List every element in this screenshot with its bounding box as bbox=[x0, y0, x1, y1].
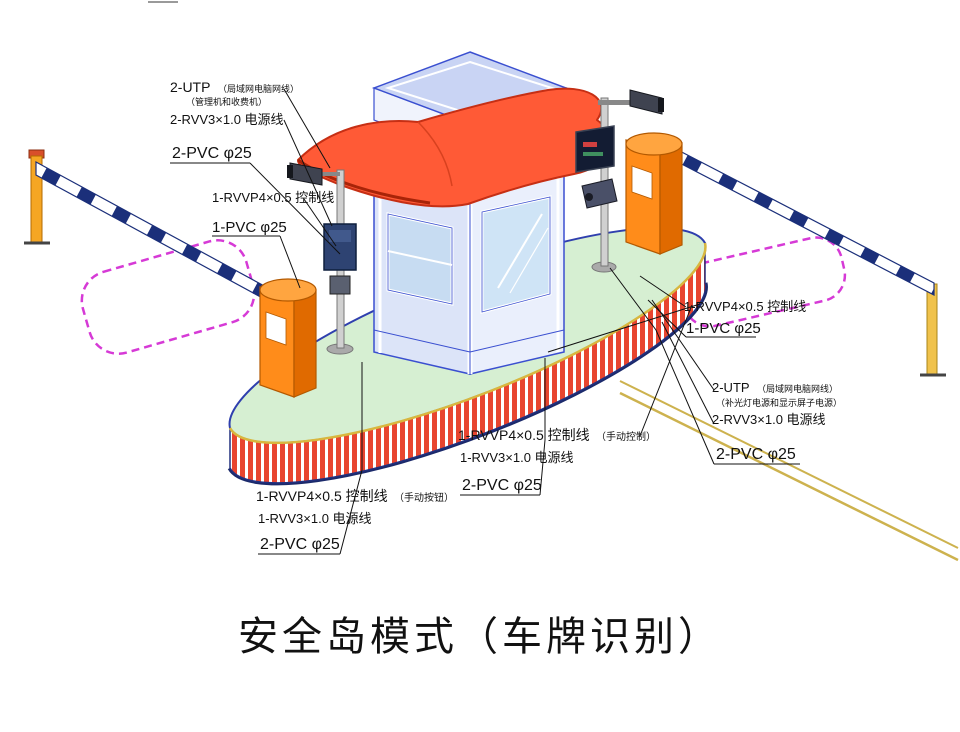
label-tl-code-note: （局域网电脑网线） bbox=[218, 83, 299, 94]
label-cb-power: 1-RVV3×1.0 电源线 bbox=[460, 450, 574, 465]
led-display bbox=[575, 125, 615, 173]
end-post-right bbox=[926, 283, 938, 375]
glass-shine-1 bbox=[497, 213, 543, 289]
diagram-title: 安全岛模式（车牌识别） bbox=[238, 615, 722, 659]
leader-bl-1 bbox=[339, 362, 363, 555]
barrier-right-cap bbox=[625, 132, 683, 156]
leader-lines bbox=[170, 88, 800, 555]
cable-run-line bbox=[547, 303, 701, 353]
booth-band-right bbox=[469, 329, 565, 353]
barrier-arm-left bbox=[24, 149, 269, 303]
booth-window-right bbox=[480, 195, 552, 314]
label-rm-control: 1-RVVP4×0.5 控制线 bbox=[684, 299, 806, 314]
led-text-mark-1 bbox=[583, 142, 597, 147]
camera-right-lens bbox=[658, 98, 664, 112]
booth-window-right-frame bbox=[481, 196, 551, 313]
label-tl-conduit: 2-PVC φ25 bbox=[172, 145, 252, 162]
camera-pole-right bbox=[575, 89, 664, 273]
label-lm-control: 1-RVVP4×0.5 控制线 bbox=[212, 190, 334, 205]
leader-rm-1 bbox=[639, 275, 687, 308]
junction-box-window bbox=[329, 230, 351, 242]
leader-rb-3 bbox=[609, 267, 715, 465]
barrier-arm-right bbox=[671, 146, 946, 377]
label-rb-power: 2-RVV3×1.0 电源线 bbox=[712, 412, 826, 427]
barrier-right-panel bbox=[631, 165, 653, 200]
glass-shine-2 bbox=[509, 227, 549, 294]
arm-right bbox=[671, 146, 935, 296]
annotation-labels: 2-UTP （局域网电脑网线） （管理机和收费机） 2-RVV3×1.0 电源线… bbox=[170, 79, 842, 553]
barrier-machine-left bbox=[259, 278, 317, 398]
plate-recognition-camera bbox=[581, 178, 618, 209]
leader-lm-1 bbox=[303, 198, 337, 247]
leader-tl-1 bbox=[283, 88, 331, 169]
label-bl-control: 1-RVVP4×0.5 控制线 bbox=[256, 488, 388, 504]
camera-right bbox=[629, 89, 663, 115]
label-rb-note2: （补光灯电源和显示屏子电源） bbox=[716, 397, 842, 408]
camera-bracket-right bbox=[598, 100, 634, 105]
leader-rm-2 bbox=[647, 299, 687, 338]
label-rb-code: 2-UTP bbox=[712, 380, 750, 395]
barrier-left-panel bbox=[265, 311, 287, 346]
label-tl-code: 2-UTP bbox=[170, 79, 210, 95]
label-bl-control-note: （手动按钮） bbox=[394, 491, 454, 504]
leader-lm-2 bbox=[279, 235, 301, 289]
guard-booth bbox=[373, 175, 565, 375]
leader-tl-2 bbox=[283, 119, 333, 227]
barrier-machine-right bbox=[625, 132, 683, 255]
barrier-left-side bbox=[293, 289, 317, 398]
road-line-2 bbox=[619, 391, 959, 562]
label-cb-control: 1-RVVP4×0.5 控制线 bbox=[458, 427, 590, 443]
label-bl-power: 1-RVV3×1.0 电源线 bbox=[258, 511, 372, 526]
label-tl-power: 2-RVV3×1.0 电源线 bbox=[170, 112, 284, 127]
label-rb-code-note: （局域网电脑网线） bbox=[757, 383, 838, 394]
booth-band-left bbox=[373, 329, 471, 353]
booth-window-left-frame bbox=[387, 213, 453, 305]
island-curb-line bbox=[228, 242, 707, 445]
canopy-fold-line bbox=[417, 121, 453, 187]
booth-window-left-mullion bbox=[387, 250, 453, 266]
leader-rb-2 bbox=[661, 321, 715, 425]
led-text-mark-2 bbox=[583, 152, 603, 156]
label-rb-conduit: 2-PVC φ25 bbox=[716, 446, 796, 463]
label-rm-conduit: 1-PVC φ25 bbox=[686, 320, 761, 337]
label-cb-conduit: 2-PVC φ25 bbox=[462, 477, 542, 494]
barrier-right-side bbox=[659, 142, 683, 255]
plate-camera-lens bbox=[585, 193, 593, 201]
barrier-left-cap bbox=[259, 278, 317, 302]
camera-left-lens bbox=[287, 165, 293, 178]
label-lm-conduit: 1-PVC φ25 bbox=[212, 219, 287, 236]
pole-device-left bbox=[329, 275, 351, 295]
leader-tl-3 bbox=[249, 162, 341, 255]
barrier-right-front bbox=[625, 139, 661, 255]
ground-loop-right bbox=[679, 236, 847, 328]
leader-cb-1 bbox=[539, 358, 546, 496]
camera-bracket-left bbox=[312, 172, 340, 176]
label-tl-note2: （管理机和收费机） bbox=[186, 96, 267, 107]
ground-loop-left bbox=[80, 239, 256, 355]
leader-rb-1 bbox=[651, 299, 715, 391]
camera-pole-left bbox=[287, 162, 357, 355]
label-cb-control-note: （手动控制） bbox=[596, 430, 656, 443]
leader-cb-2 bbox=[639, 304, 693, 437]
label-bl-conduit: 2-PVC φ25 bbox=[260, 536, 340, 553]
